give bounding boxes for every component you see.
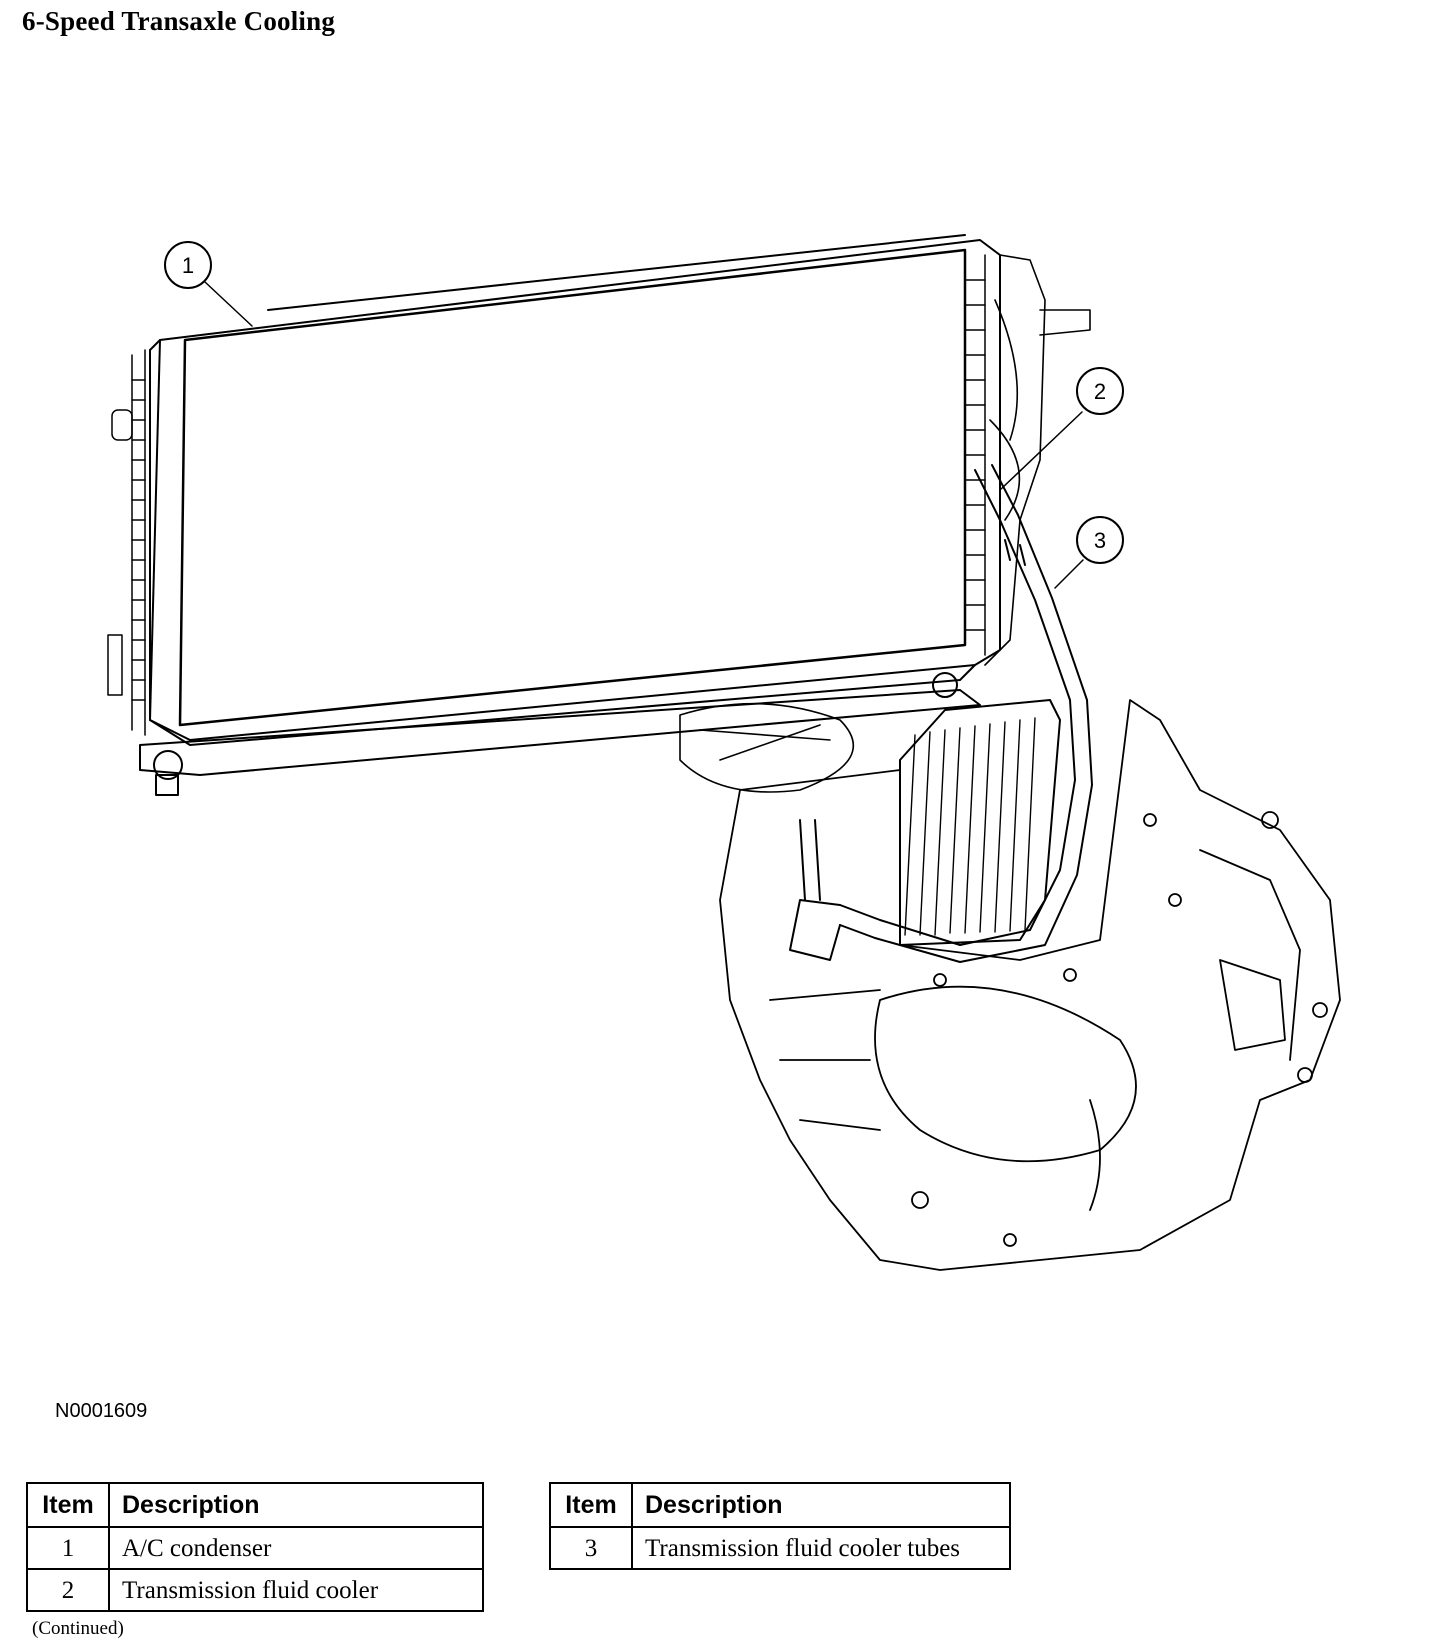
callout-circles — [164, 241, 1124, 564]
figure-id: N0001609 — [55, 1400, 148, 1422]
transmission-fluid-cooler-tubes-drawing — [789, 464, 1093, 963]
ac-condenser-drawing — [107, 234, 1001, 796]
legend-table-left: Item Description 1 A/C condenser 2 Trans… — [26, 1482, 484, 1612]
transaxle-cooling-illustration: 1 2 3 — [107, 234, 1341, 1271]
radiator-shroud-drawing — [679, 254, 1091, 793]
callout-1: 1 — [182, 253, 194, 278]
header-item: Item — [26, 1482, 110, 1528]
legend-row: 3 Transmission fluid cooler tubes — [549, 1526, 1011, 1570]
item-number: 1 — [26, 1526, 110, 1570]
item-description: Transmission fluid cooler — [108, 1568, 484, 1612]
item-number: 2 — [26, 1568, 110, 1612]
page-title: 6-Speed Transaxle Cooling — [22, 6, 336, 36]
callout-2: 2 — [1094, 379, 1106, 404]
item-description: Transmission fluid cooler tubes — [631, 1526, 1011, 1570]
legend-header-row: Item Description — [26, 1482, 484, 1528]
callout-3: 3 — [1094, 528, 1106, 553]
header-description: Description — [108, 1482, 484, 1528]
legend-header-row: Item Description — [549, 1482, 1011, 1528]
continued-note: (Continued) — [32, 1618, 124, 1639]
legend-row: 1 A/C condenser — [26, 1526, 484, 1570]
item-description: A/C condenser — [108, 1526, 484, 1570]
header-description: Description — [631, 1482, 1011, 1528]
transaxle-drawing — [719, 699, 1341, 1271]
item-number: 3 — [549, 1526, 633, 1570]
callout-leaders — [204, 281, 1084, 589]
header-item: Item — [549, 1482, 633, 1528]
legend-row: 2 Transmission fluid cooler — [26, 1568, 484, 1612]
legend-table-right: Item Description 3 Transmission fluid co… — [549, 1482, 1011, 1570]
transmission-fluid-cooler-drawing — [899, 699, 1061, 946]
